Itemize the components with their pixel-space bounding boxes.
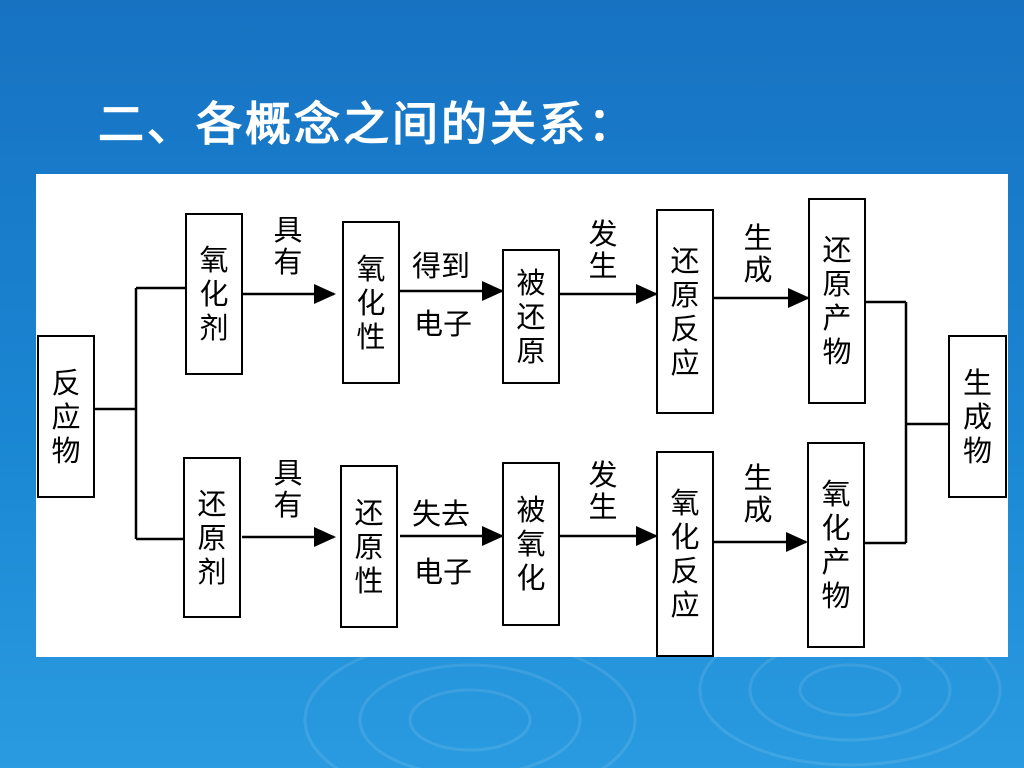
slide-title: 二、各概念之间的关系： <box>98 97 637 151</box>
box-reduced: 被还原 <box>502 249 560 384</box>
box-oxidation-reaction: 氧化反应 <box>656 451 714 657</box>
label-bottom-generate: 生成 <box>743 461 773 527</box>
box-oxidized: 被氧化 <box>502 462 560 626</box>
label-electron-bottom: 电子 <box>414 555 473 589</box>
label-top-occur: 发生 <box>588 217 618 283</box>
connector-lines <box>94 281 948 552</box>
label-bottom-have: 具有 <box>273 456 303 522</box>
box-oxidant: 氧化剂 <box>185 213 243 375</box>
box-product: 生成物 <box>948 335 1007 498</box>
box-oxidizing-property: 氧化性 <box>342 221 400 384</box>
box-reductant: 还原剂 <box>183 457 241 618</box>
label-electron-top: 电子 <box>414 307 473 341</box>
box-reduction-product: 还原产物 <box>808 198 866 404</box>
box-reduction-reaction: 还原反应 <box>656 209 714 414</box>
label-top-generate: 生成 <box>743 221 773 287</box>
label-top-have: 具有 <box>273 213 303 279</box>
label-lose: 失去 <box>412 497 471 531</box>
box-reducing-property: 还原性 <box>340 465 398 628</box>
box-reactant: 反应物 <box>37 335 95 498</box>
diagram-panel: 反应物 氧化剂 氧化性 被还原 还原反应 还原产物 生成物 还原剂 还原性 被氧… <box>36 174 1008 657</box>
box-oxidation-product: 氧化产物 <box>807 442 865 648</box>
label-bottom-occur: 发生 <box>588 458 618 524</box>
label-gain: 得到 <box>412 249 471 283</box>
